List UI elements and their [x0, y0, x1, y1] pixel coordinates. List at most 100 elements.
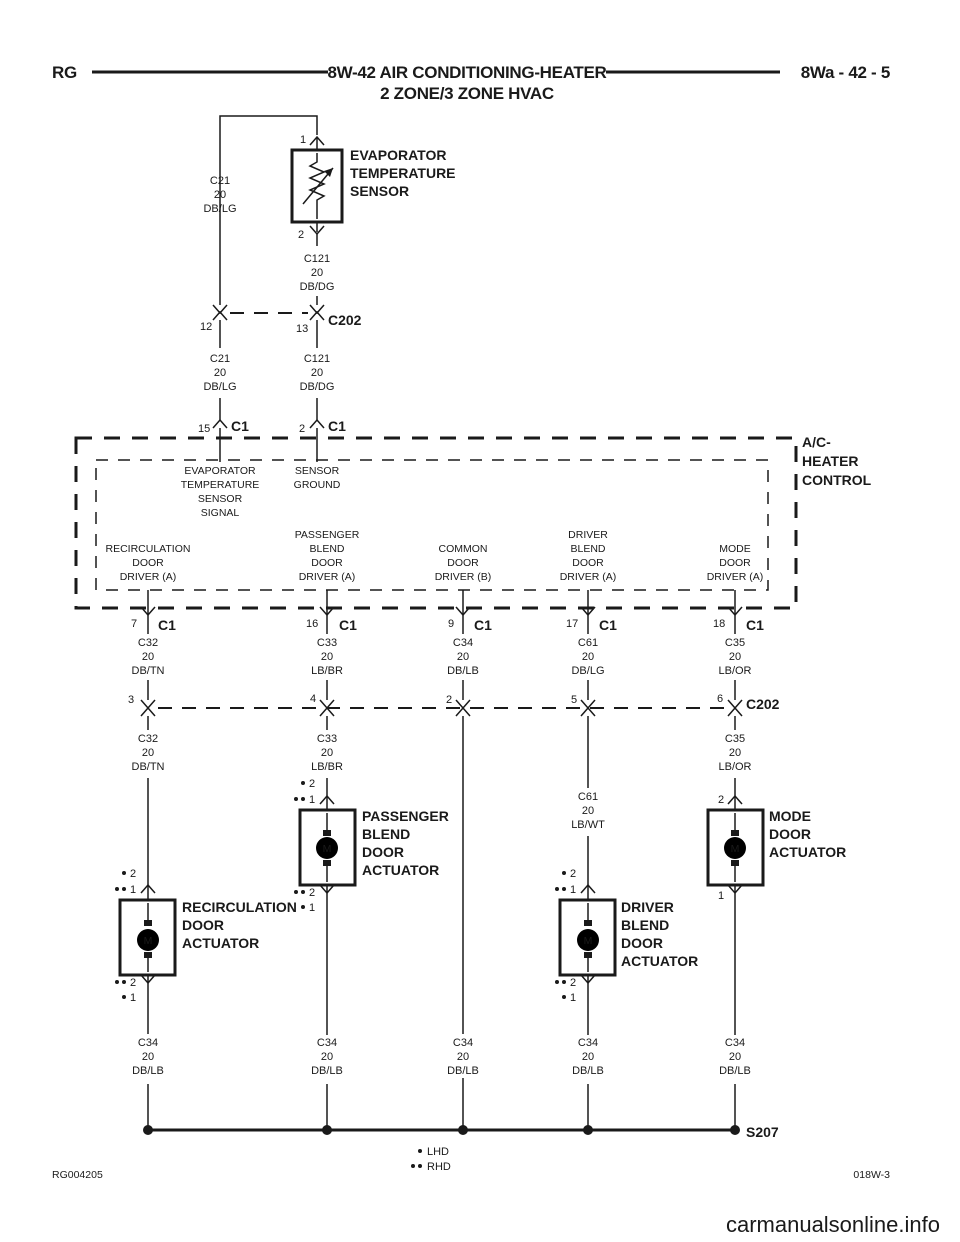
wire-c32-lower-color: DB/TN — [132, 761, 165, 773]
header-page-number: 8Wa - 42 - 5 — [801, 63, 890, 82]
passenger-blend-door-actuator: M 2 1 2 1 PASSENGER BLEND DOOR ACTUATOR — [294, 778, 449, 914]
int-drv-1: DRIVER — [568, 529, 608, 541]
page-footer: LHD RHD RG004205 018W-3 carmanualsonline… — [52, 1146, 940, 1237]
int-drv-3: DOOR — [572, 557, 604, 569]
gnd-c34-2-name: C34 — [317, 1037, 337, 1049]
mode-door-actuator: M 2 1 MODE DOOR ACTUATOR — [706, 794, 846, 902]
wire-c21-name: C21 — [210, 175, 230, 187]
pass-top-rhd-dot-a — [294, 797, 298, 801]
c1-label-16: C1 — [339, 617, 357, 633]
drv-motor-letter: M — [584, 935, 593, 947]
wire-c61-gauge: 20 — [582, 651, 594, 663]
wire-c35-lower-color: LB/OR — [718, 761, 751, 773]
wire-c21-upper — [219, 115, 318, 305]
c202-pin5-terminal-lower — [580, 706, 596, 717]
wire-c21-gauge: 20 — [214, 189, 226, 201]
drv-top-rhd-dot-b — [562, 887, 566, 891]
drv-label-4: ACTUATOR — [621, 953, 698, 969]
control-label-3: CONTROL — [802, 472, 872, 488]
gnd-c34-1-color: DB/LB — [132, 1065, 164, 1077]
gnd-c34-3-name: C34 — [453, 1037, 473, 1049]
recirc-top-rhd-dot-a — [115, 887, 119, 891]
mode-pin-2: 2 — [718, 794, 724, 806]
c1-label-15: C1 — [231, 418, 249, 434]
c1-label-17: C1 — [599, 617, 617, 633]
wire-c32-color: DB/TN — [132, 665, 165, 677]
pass-label-1: PASSENGER — [362, 808, 449, 824]
recirc-label-1: RECIRCULATION — [182, 899, 297, 915]
mode-label-1: MODE — [769, 808, 811, 824]
gnd-c34-2-color: DB/LB — [311, 1065, 343, 1077]
wire-c61-lower-color: LB/WT — [571, 819, 605, 831]
c1-pin-17: 17 — [566, 618, 578, 630]
wire-c32-name: C32 — [138, 637, 158, 649]
internal-sensor-ground-label: SENSOR GROUND — [294, 465, 341, 491]
int-mode-1: MODE — [719, 543, 751, 555]
internal-mode-driver-label: MODE DOOR DRIVER (A) — [707, 543, 764, 583]
pass-bot-pin-1: 1 — [309, 902, 315, 914]
c1-top-connectors: 15 C1 2 C1 — [198, 418, 346, 435]
drv-motor-icon — [577, 929, 599, 951]
c202-pin4-terminal — [319, 699, 335, 710]
mode-pin-1: 1 — [718, 890, 724, 902]
recirc-bot-lhd-dot — [122, 995, 126, 999]
drv-top-rhd-dot-a — [555, 887, 559, 891]
evaporator-temperature-sensor: EVAPORATOR TEMPERATURE SENSOR 1 2 — [290, 134, 456, 241]
wire-c33-color: LB/BR — [311, 665, 343, 677]
wire-c121-lower-color: DB/DG — [300, 381, 335, 393]
splice-node-4 — [583, 1125, 593, 1135]
control-inner-dashed-box — [95, 459, 769, 591]
control-outer-dashed-box — [74, 436, 798, 610]
evap-pin-2: 2 — [298, 229, 304, 241]
splice-node-1 — [143, 1125, 153, 1135]
mode-motor-letter: M — [731, 843, 740, 855]
drv-label-3: DOOR — [621, 935, 663, 951]
int-pass-1: PASSENGER — [295, 529, 360, 541]
wire-c32-lower-name: C32 — [138, 733, 158, 745]
pass-bot-rhd-dot-b — [301, 890, 305, 894]
control-label-1: A/C- — [802, 434, 831, 450]
c202-pin13-terminal-lower — [309, 310, 325, 321]
c1-label-18: C1 — [746, 617, 764, 633]
header-title: 8W-42 AIR CONDITIONING-HEATER — [327, 63, 606, 82]
recirc-label-3: ACTUATOR — [182, 935, 259, 951]
ground-wire-labels: C34 20 DB/LB C34 20 DB/LB C34 20 DB/LB C… — [128, 1034, 751, 1078]
evap-pin-1: 1 — [300, 134, 306, 146]
gnd-c34-1-gauge: 20 — [142, 1051, 154, 1063]
pass-motor-icon — [316, 837, 338, 859]
int-pass-2: BLEND — [309, 543, 344, 555]
legend-rhd-dot-b — [418, 1164, 422, 1168]
header-subtitle: 2 ZONE/3 ZONE HVAC — [380, 84, 554, 103]
pass-motor-brush-top — [323, 830, 331, 836]
drv-bot-lhd-dot — [562, 995, 566, 999]
c202-pin-6: 6 — [717, 693, 723, 705]
int-evap-4: SIGNAL — [201, 507, 240, 519]
wire-c61-name: C61 — [578, 637, 598, 649]
int-pass-4: DRIVER (A) — [299, 571, 356, 583]
recirculation-door-actuator: M 2 1 2 1 RECIRCULATION DOOR ACTUATOR — [115, 868, 297, 1004]
int-recirc-3: DRIVER (A) — [120, 571, 177, 583]
recirc-label-2: DOOR — [182, 917, 224, 933]
watermark: carmanualsonline.info — [726, 1212, 940, 1237]
wire-c121-lower-gauge: 20 — [311, 367, 323, 379]
recirc-motor-brush-bottom — [144, 952, 152, 958]
c1-pin-15: 15 — [198, 423, 210, 435]
c1-pin15-terminal — [212, 418, 228, 429]
control-label-2: HEATER — [802, 453, 859, 469]
c202-pin-3: 3 — [128, 694, 134, 706]
pass-bot-lhd-dot — [301, 905, 305, 909]
internal-recirc-driver-label: RECIRCULATION DOOR DRIVER (A) — [106, 543, 191, 583]
mode-motor-brush-bottom — [731, 860, 739, 866]
c1-pin2-terminal — [309, 418, 325, 429]
header-section-code: RG — [52, 63, 77, 82]
pass-top-lhd-dot — [301, 781, 305, 785]
int-evap-1: EVAPORATOR — [184, 465, 256, 477]
pass-top-pin-2: 2 — [309, 778, 315, 790]
c202-upper-label: C202 — [328, 312, 362, 328]
c1-label-2: C1 — [328, 418, 346, 434]
c202-pin3-terminal — [140, 699, 156, 710]
legend-rhd-dot-a — [411, 1164, 415, 1168]
gnd-c34-3-color: DB/LB — [447, 1065, 479, 1077]
drv-label-1: DRIVER — [621, 899, 674, 915]
c202-pin6-terminal — [727, 699, 743, 710]
